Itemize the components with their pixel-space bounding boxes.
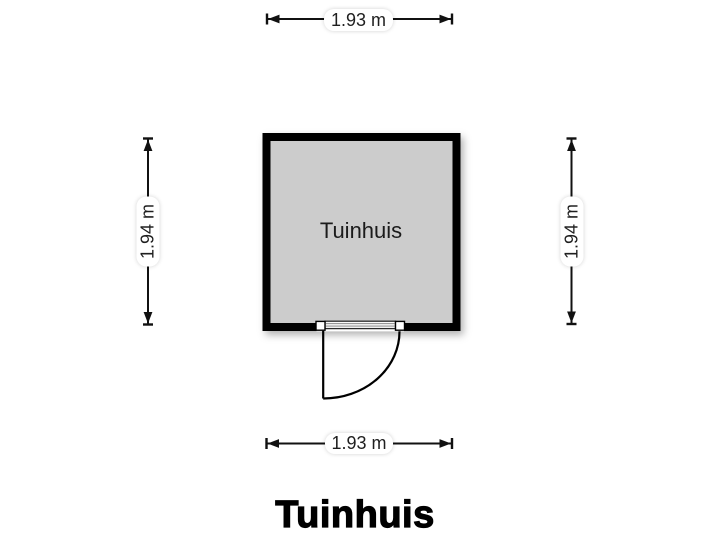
- arrowhead-left-icon: [268, 14, 280, 24]
- door-jamb-left: [315, 320, 326, 331]
- room-name-label: Tuinhuis: [319, 218, 403, 243]
- dimension-label-right: 1.94 m: [560, 196, 584, 267]
- door-jamb-right: [394, 320, 406, 331]
- arrowhead-down-icon: [143, 312, 153, 324]
- door-panel: [324, 320, 397, 330]
- arrowhead-right-icon: [439, 439, 451, 448]
- dimension-label-bottom: 1.93 m: [325, 433, 393, 454]
- dimension-label-left: 1.94 m: [136, 196, 160, 267]
- plan-title: Tuinhuis: [275, 493, 435, 536]
- arrowhead-up-icon: [143, 139, 153, 151]
- arrowhead-left-icon: [267, 439, 279, 448]
- arrowhead-down-icon: [567, 311, 576, 323]
- arrowhead-up-icon: [567, 139, 576, 151]
- dimension-label-top: 1.93 m: [324, 9, 393, 31]
- arrowhead-right-icon: [439, 14, 451, 24]
- door: [315, 320, 406, 400]
- door-swing-arc: [323, 331, 401, 400]
